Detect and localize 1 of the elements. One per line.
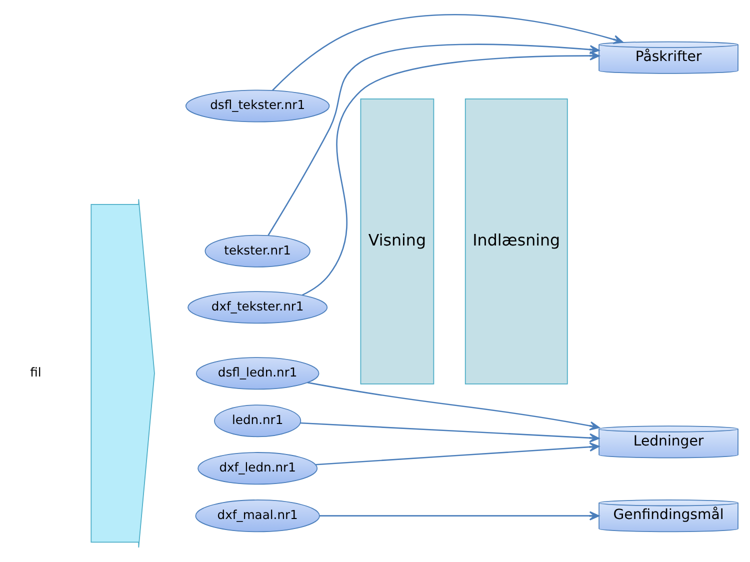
label: fil [30,366,42,380]
